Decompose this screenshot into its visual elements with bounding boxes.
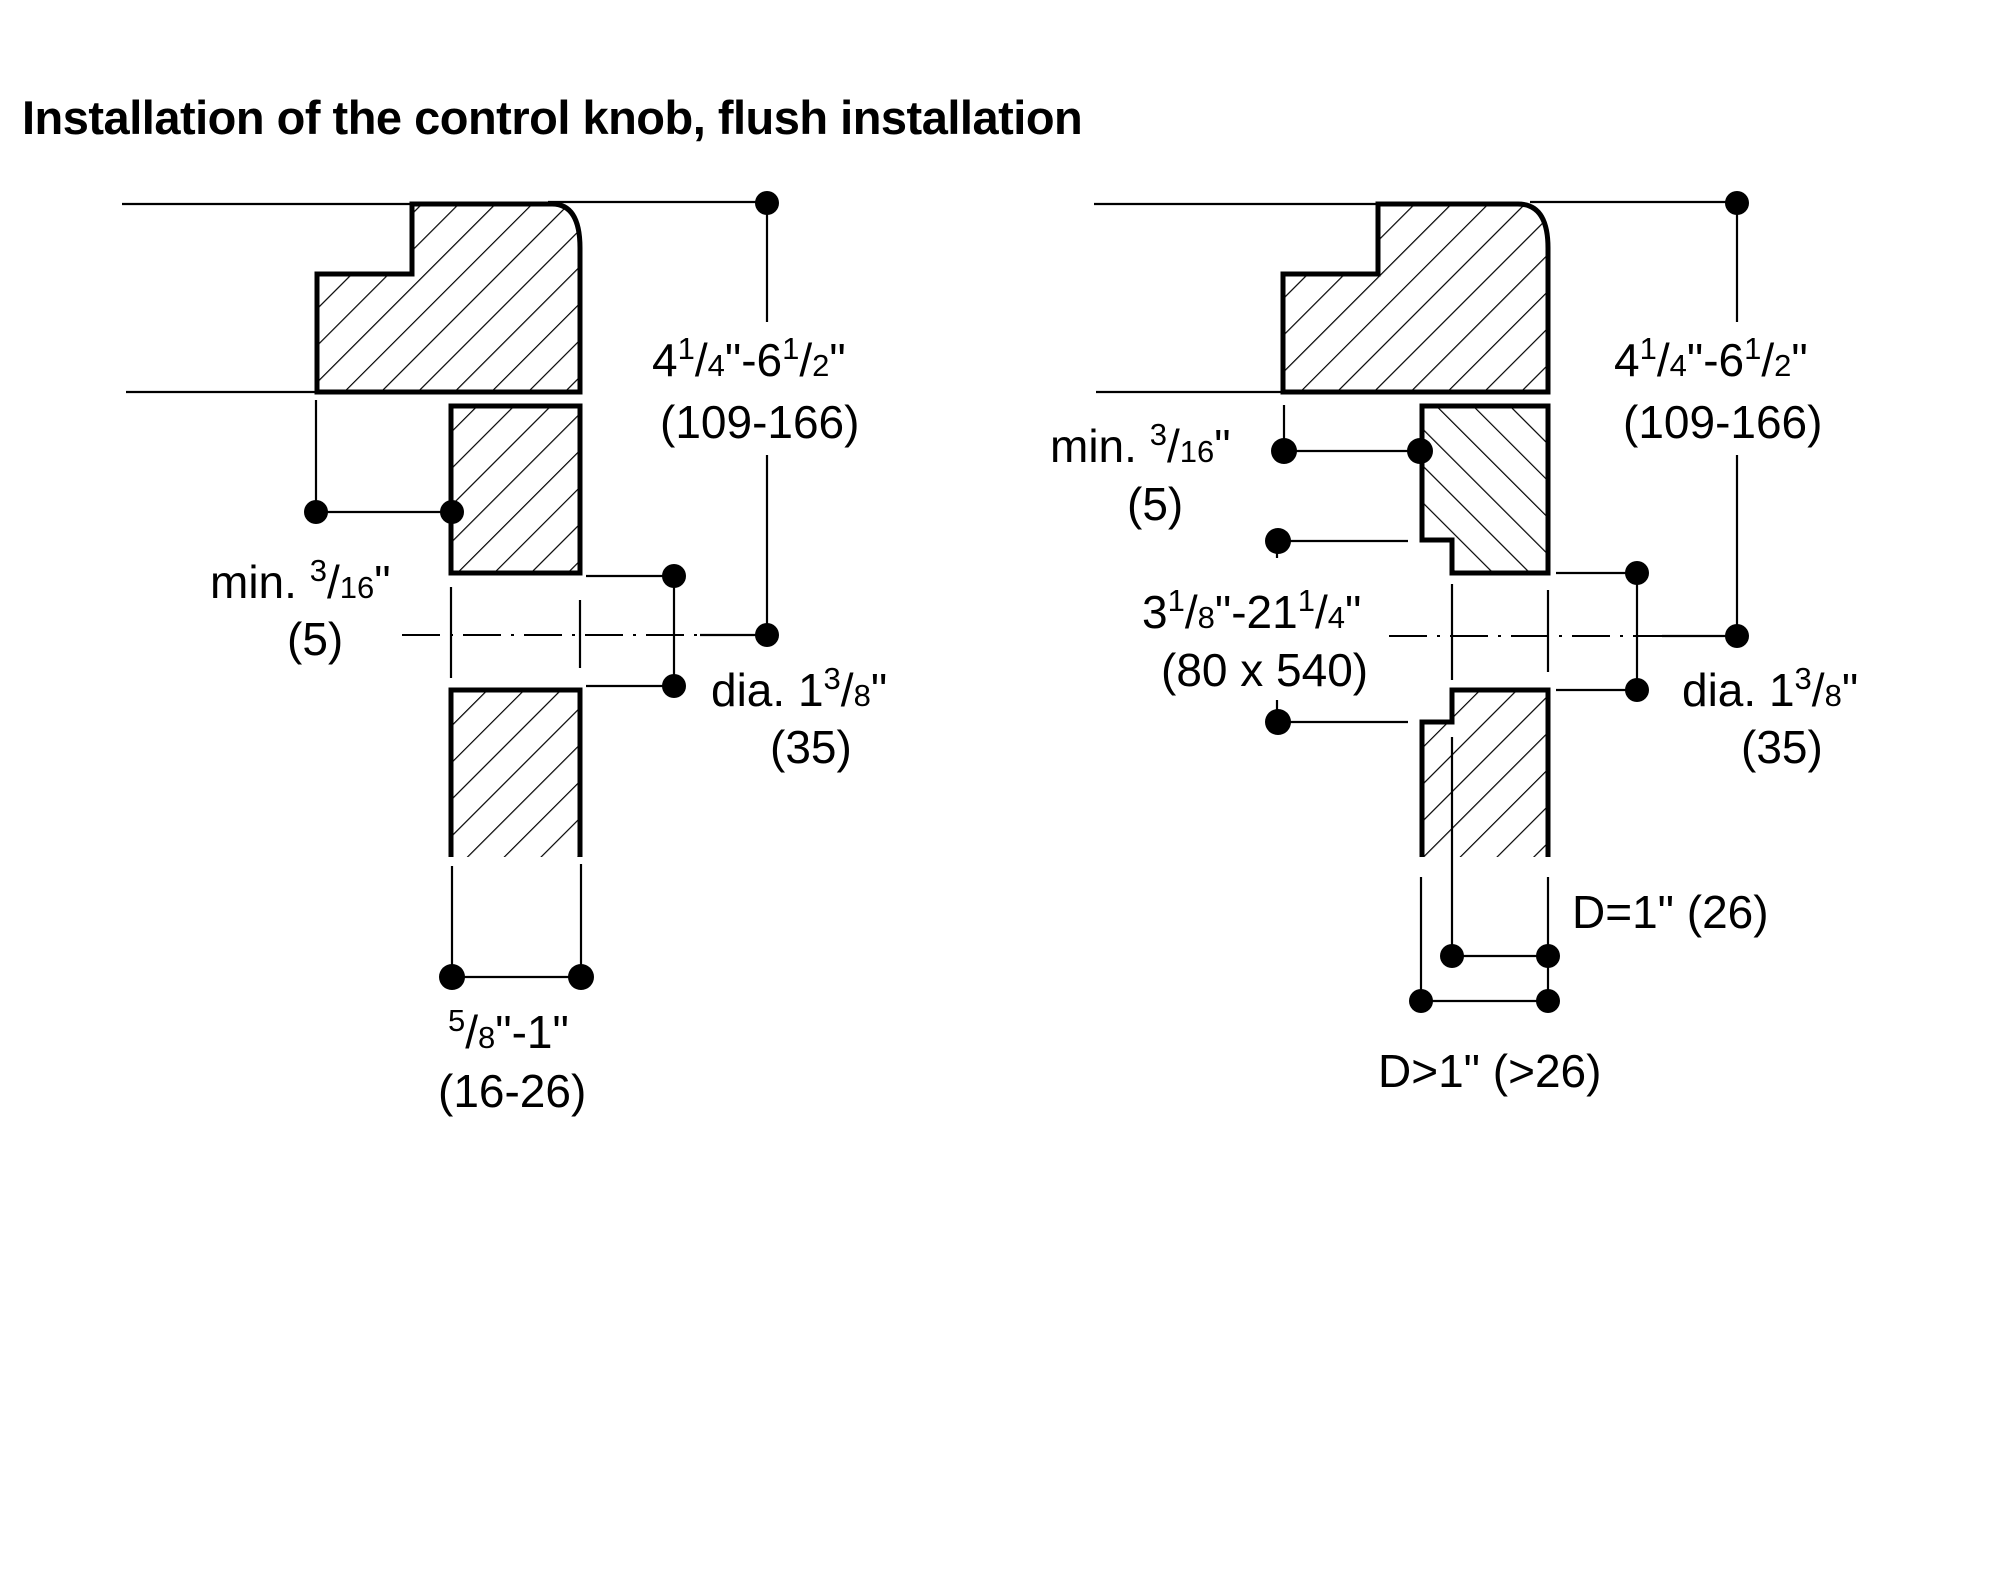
right-min-gap-metric: (5) xyxy=(1127,478,1183,530)
min-gap-dot-left xyxy=(1271,438,1297,464)
knob-cross-section xyxy=(314,201,583,395)
left-thickness-metric: (16-26) xyxy=(438,1065,586,1117)
height-dot-top xyxy=(1725,191,1749,215)
recess-dot-bottom xyxy=(1265,709,1291,735)
thickness-dot-right xyxy=(568,964,594,990)
right-dia-label: dia. 13/8" xyxy=(1682,661,1858,716)
height-dot-top xyxy=(755,191,779,215)
d-equal-dot-left xyxy=(1440,944,1464,968)
panel-lower-section xyxy=(448,687,583,857)
right-recess-metric: (80 x 540) xyxy=(1161,644,1368,696)
left-dia-metric: (35) xyxy=(770,721,852,773)
knob-cross-section xyxy=(1280,201,1551,395)
right-recess-label: 31/8"-211/4" xyxy=(1142,583,1361,638)
min-gap-dot-right xyxy=(440,500,464,524)
left-min-gap-metric: (5) xyxy=(287,613,343,665)
left-dia-label: dia. 13/8" xyxy=(711,661,887,716)
min-gap-dot-left xyxy=(304,500,328,524)
panel-lower-section xyxy=(1419,687,1551,857)
dia-dot-top xyxy=(662,564,686,588)
panel-upper-section xyxy=(1419,403,1551,576)
left-min-gap-label: min. 3/16" xyxy=(210,553,391,608)
dia-dot-top xyxy=(1625,561,1649,585)
right-dia-metric: (35) xyxy=(1741,721,1823,773)
left-diagram: 41/4"-61/2" (109-166) min. 3/16" (5) dia… xyxy=(122,191,887,1117)
page-title: Installation of the control knob, flush … xyxy=(22,91,1083,144)
min-gap-dot-right xyxy=(1407,438,1433,464)
left-height-metric: (109-166) xyxy=(660,396,859,448)
dia-dot-bottom xyxy=(662,674,686,698)
recess-dot-top xyxy=(1265,528,1291,554)
panel-upper-section xyxy=(448,403,583,576)
d-greater-dot-right xyxy=(1536,989,1560,1013)
dia-dot-bottom xyxy=(1625,678,1649,702)
left-thickness-label: 5/8"-1" xyxy=(448,1003,569,1058)
d-greater-dot-left xyxy=(1409,989,1433,1013)
d-equal-dot-right xyxy=(1536,944,1560,968)
thickness-dot-left xyxy=(439,964,465,990)
right-d-greater-label: D>1" (>26) xyxy=(1378,1045,1601,1097)
right-diagram: 41/4"-61/2" (109-166) min. 3/16" (5) 31/… xyxy=(1050,191,1858,1097)
left-height-label: 41/4"-61/2" xyxy=(652,331,846,386)
right-height-label: 41/4"-61/2" xyxy=(1614,331,1808,386)
right-min-gap-label: min. 3/16" xyxy=(1050,417,1231,472)
right-d-equal-label: D=1" (26) xyxy=(1572,886,1769,938)
right-height-metric: (109-166) xyxy=(1623,396,1822,448)
